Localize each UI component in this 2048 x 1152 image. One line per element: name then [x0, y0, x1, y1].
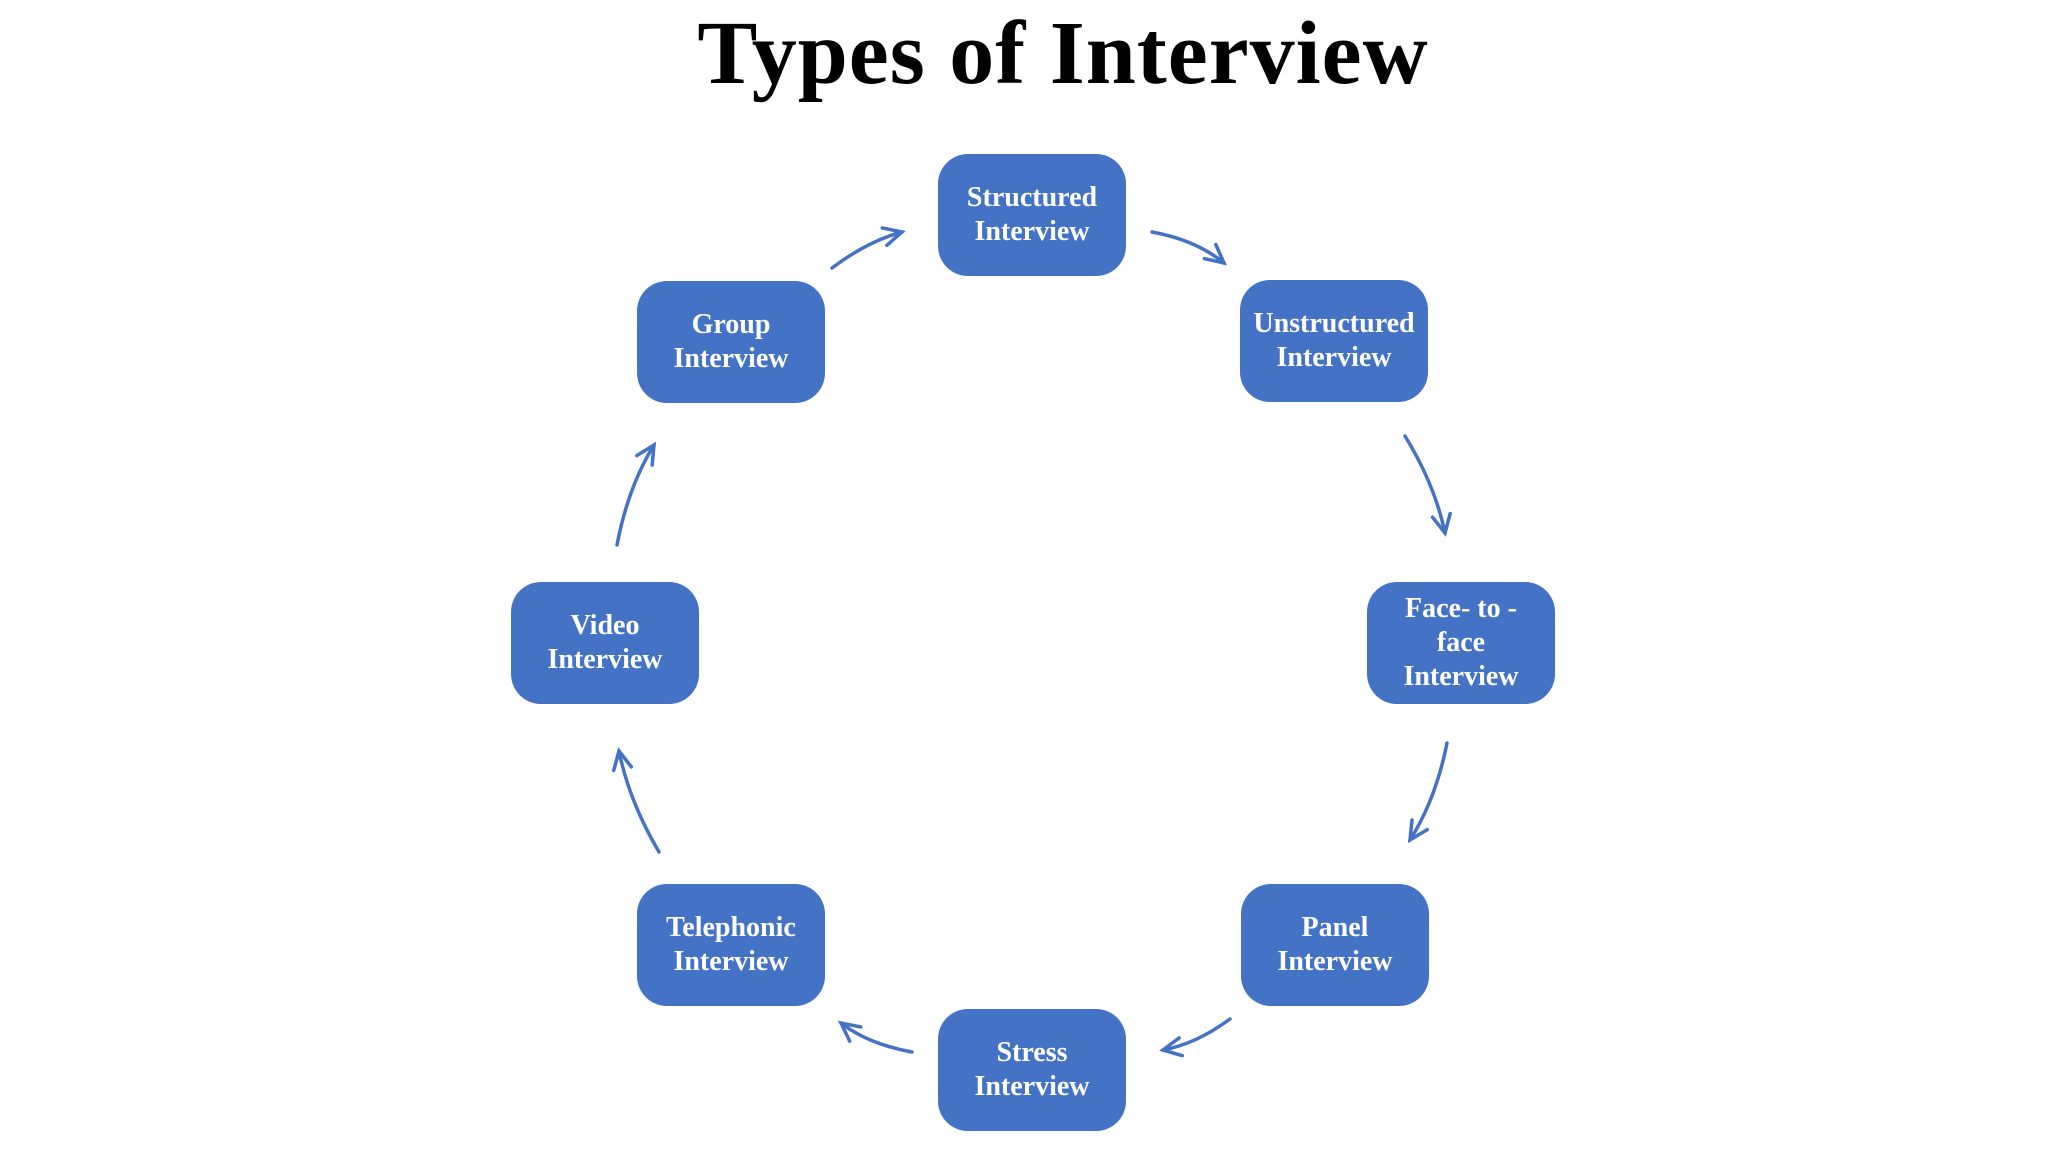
node-label: Panel Interview [1277, 911, 1393, 977]
arrow-video-to-group [615, 441, 657, 547]
arrow-group-to-structured [830, 226, 906, 270]
node-label: Face- to - face Interview [1403, 592, 1519, 693]
node-label: Telephonic Interview [666, 911, 796, 977]
arrow-unstructured-to-face [1403, 434, 1452, 537]
node-label: Video Interview [547, 609, 663, 675]
node-stress-interview: Stress Interview [938, 1009, 1126, 1131]
node-group-interview: Group Interview [637, 281, 825, 403]
node-label: Structured Interview [966, 181, 1098, 247]
node-label: Stress Interview [974, 1036, 1090, 1102]
node-video-interview: Video Interview [511, 582, 699, 704]
node-label: Unstructured Interview [1253, 307, 1415, 373]
page-title: Types of Interview [697, 4, 1429, 103]
node-telephonic-interview: Telephonic Interview [637, 884, 825, 1006]
node-panel-interview: Panel Interview [1241, 884, 1429, 1006]
arrow-stress-to-telephonic [837, 1020, 914, 1054]
node-label: Group Interview [673, 308, 789, 374]
arrow-structured-to-unstructured [1150, 230, 1228, 266]
node-structured-interview: Structured Interview [938, 154, 1126, 276]
arrow-panel-to-stress [1159, 1017, 1232, 1058]
arrow-face-to-panel [1407, 741, 1449, 844]
node-unstructured-interview: Unstructured Interview [1240, 280, 1428, 402]
arrow-telephonic-to-video [611, 747, 661, 854]
node-face-to-face-interview: Face- to - face Interview [1367, 582, 1555, 704]
